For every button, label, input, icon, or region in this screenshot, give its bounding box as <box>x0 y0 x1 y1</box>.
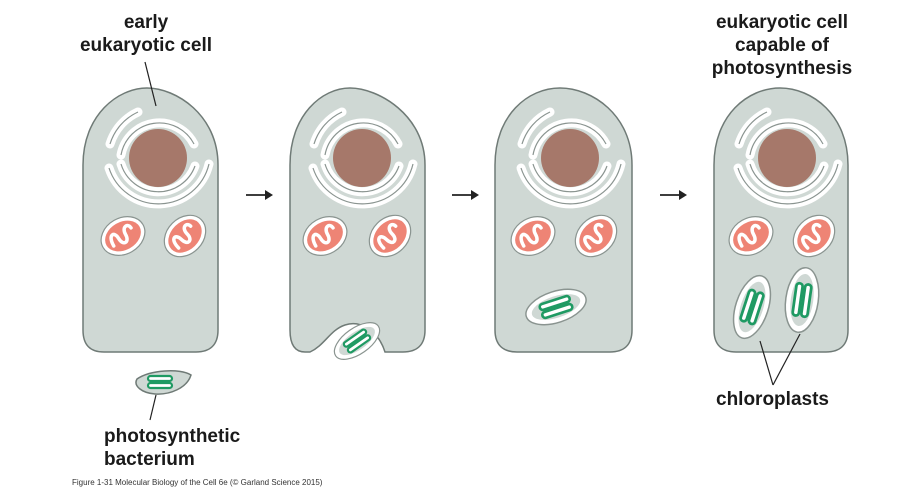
label-line: early <box>123 12 169 33</box>
leader-line <box>149 394 157 421</box>
photosynthetic-eukaryotic-cell <box>713 87 849 353</box>
engulfing-cell <box>289 87 426 368</box>
figure-caption: Figure 1-31 Molecular Biology of the Cel… <box>72 478 323 487</box>
early-cell-label: early eukaryotic cell <box>58 11 234 57</box>
cell-with-internalized-bacterium <box>494 87 633 353</box>
leader-line <box>144 61 157 107</box>
label-line: bacterium <box>104 449 195 470</box>
leader-line <box>772 333 801 386</box>
arrow-right <box>660 190 687 200</box>
label-line: capable of <box>735 35 829 56</box>
label-line: photosynthetic <box>104 426 241 447</box>
label-line: photosynthesis <box>711 58 853 79</box>
arrow-right <box>452 190 479 200</box>
early-eukaryotic-cell <box>82 87 219 353</box>
label-line: eukaryotic cell <box>79 35 213 56</box>
label-line: eukaryotic cell <box>715 12 849 33</box>
arrow-right <box>246 190 273 200</box>
photosynthetic-bacterium <box>135 370 192 395</box>
bacterium-label: photosynthetic bacterium <box>104 425 304 471</box>
final-cell-label: eukaryotic cell capable of photosynthesi… <box>682 11 882 80</box>
leader-line <box>759 340 774 386</box>
chloroplasts-label: chloroplasts <box>716 389 829 410</box>
